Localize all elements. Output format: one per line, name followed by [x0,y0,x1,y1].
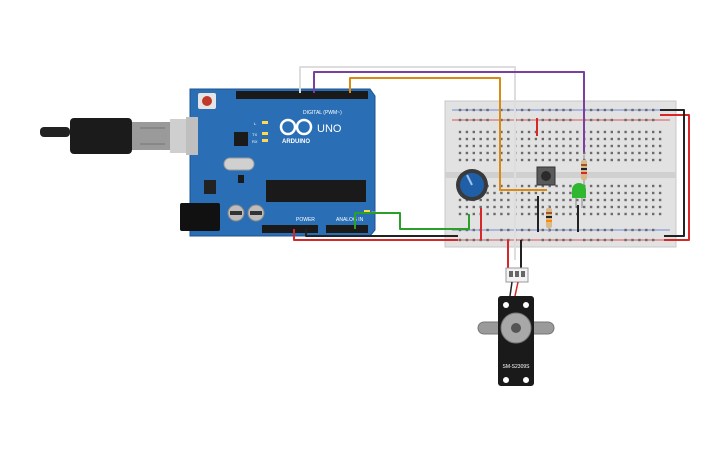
led-rx-label: RX [252,139,258,144]
wire-white[interactable] [299,66,516,260]
arduino-logo [279,118,313,136]
board-model: UNO [317,123,342,135]
wire-black-gnd[interactable] [305,229,458,237]
wire-red-right[interactable] [660,114,690,241]
breadboard-holes[interactable] [458,108,662,242]
servo-motor[interactable]: SM-S2309S [477,267,555,386]
power-header [262,225,318,233]
board-brand: ARDUINO [282,139,310,145]
wire-red-5v[interactable] [293,229,458,241]
dc-jack [180,203,220,231]
servo-label: SM-S2309S [503,364,531,370]
wire-purple[interactable] [313,71,585,152]
power-header-label: POWER [296,217,315,223]
wires [293,66,690,268]
resistor-button[interactable] [546,205,552,232]
pushbutton[interactable] [536,166,556,186]
wire-green[interactable] [354,212,470,230]
led-tx-label: TX [252,132,257,137]
arduino-board[interactable]: ARDUINO UNO DIGITAL (PWM~) POWER ANALOG … [180,88,377,237]
analog-header-label: ANALOG IN [336,217,364,223]
green-led[interactable] [572,183,586,208]
digital-header [236,91,368,99]
led-l-label: L [254,121,257,126]
analog-header [326,225,368,233]
resistor-led[interactable] [581,155,587,186]
wire-black-right[interactable] [660,109,685,237]
potentiometer[interactable] [456,169,488,201]
digital-header-label: DIGITAL (PWM~) [303,110,342,116]
usb-cable[interactable] [40,118,196,154]
atmega-chip [266,180,366,202]
wire-orange[interactable] [349,77,547,191]
